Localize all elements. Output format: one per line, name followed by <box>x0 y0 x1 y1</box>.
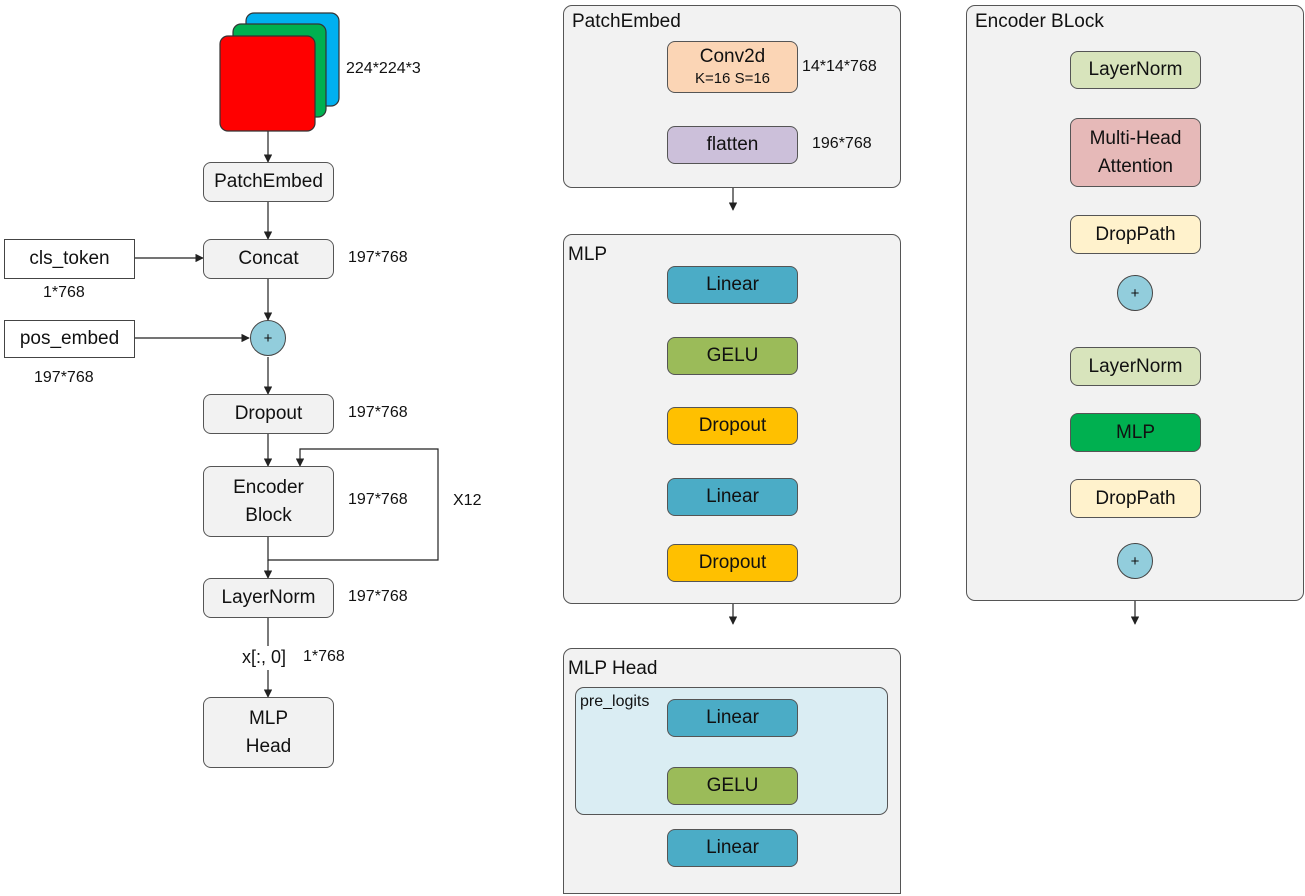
conv2d-label: Conv2d <box>699 46 766 67</box>
conv2d-dim: 14*14*768 <box>802 58 877 75</box>
layernorm-dim: 197*768 <box>348 588 408 605</box>
encoder-block-box: Encoder Block <box>203 466 334 537</box>
cls-token-dim: 1*768 <box>43 284 85 301</box>
input-image-stack <box>219 12 340 132</box>
cls-token-box: cls_token <box>4 239 135 279</box>
mlp-head-panel-title: MLP Head <box>568 658 658 679</box>
multi-head-attention-box: Multi-Head Attention <box>1070 118 1201 187</box>
pre-logits-label: pre_logits <box>580 693 650 710</box>
concat-dim: 197*768 <box>348 249 408 266</box>
patch-embed-panel-title: PatchEmbed <box>572 11 681 32</box>
mlp-dropout-2-box: Dropout <box>667 544 798 582</box>
input-dim-label: 224*224*3 <box>346 60 421 77</box>
pos-embed-box: pos_embed <box>4 320 135 358</box>
encoder-block-panel-title: Encoder BLock <box>975 11 1104 32</box>
cls-slice-dim: 1*768 <box>303 648 345 665</box>
mlp-linear-2-box: Linear <box>667 478 798 516</box>
dropout-box: Dropout <box>203 394 334 434</box>
encoder-layernorm-1-box: LayerNorm <box>1070 51 1201 89</box>
concat-box: Concat <box>203 239 334 279</box>
encoder-mlp-box: MLP <box>1070 413 1201 452</box>
add-pos-embed-node: + <box>250 320 286 356</box>
head-linear-2-box: Linear <box>667 829 798 867</box>
flatten-dim: 196*768 <box>812 135 872 152</box>
repeat-count-label: X12 <box>453 492 482 509</box>
dropout-dim: 197*768 <box>348 404 408 421</box>
conv2d-params: K=16 S=16 <box>694 70 771 87</box>
encoder-layernorm-2-box: LayerNorm <box>1070 347 1201 386</box>
head-gelu-box: GELU <box>667 767 798 805</box>
flatten-box: flatten <box>667 126 798 164</box>
mlp-gelu-box: GELU <box>667 337 798 375</box>
mlp-linear-1-box: Linear <box>667 266 798 304</box>
encoder-droppath-2-box: DropPath <box>1070 479 1201 518</box>
pos-embed-dim: 197*768 <box>34 369 94 386</box>
patch-embed-box: PatchEmbed <box>203 162 334 202</box>
conv2d-box: Conv2d K=16 S=16 <box>667 41 798 93</box>
mlp-panel-title: MLP <box>568 244 608 265</box>
encoder-block-dim: 197*768 <box>348 491 408 508</box>
image-channel-red <box>219 35 316 132</box>
head-linear-1-box: Linear <box>667 699 798 737</box>
residual-add-2-node: + <box>1117 543 1153 579</box>
residual-add-1-node: + <box>1117 275 1153 311</box>
mlp-head-box: MLP Head <box>203 697 334 768</box>
layernorm-box: LayerNorm <box>203 578 334 618</box>
mlp-dropout-1-box: Dropout <box>667 407 798 445</box>
cls-slice-label: x[:, 0] <box>242 647 287 667</box>
encoder-droppath-1-box: DropPath <box>1070 215 1201 254</box>
